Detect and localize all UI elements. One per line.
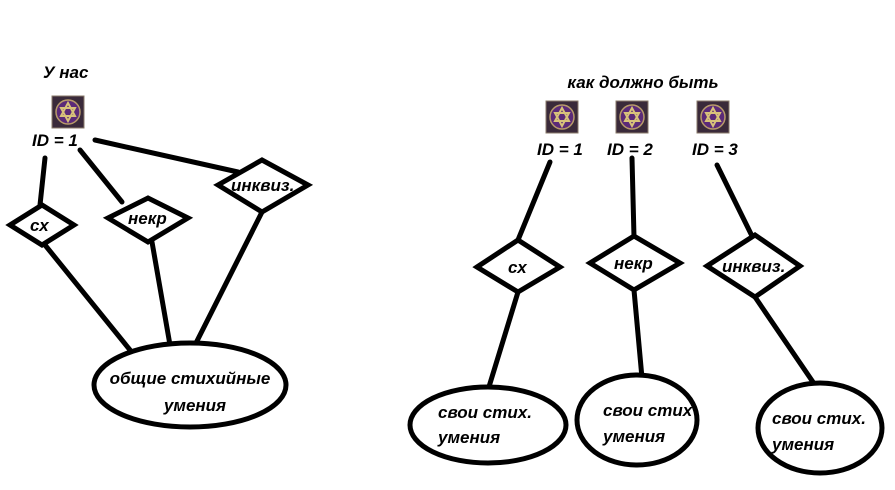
edge bbox=[485, 289, 521, 393]
result-1-line1: свои стих. bbox=[438, 403, 532, 422]
class-id-3: ID = 3 bbox=[692, 140, 738, 159]
edge bbox=[92, 137, 241, 175]
edge bbox=[192, 209, 265, 348]
edge bbox=[77, 147, 125, 205]
node-diamond-nekr bbox=[585, 233, 685, 293]
node-diamond-sx bbox=[5, 202, 79, 248]
node-label-inkviz: инквиз. bbox=[722, 257, 785, 276]
result-3-line2: умения bbox=[771, 435, 834, 454]
node-diamond-inkviz bbox=[702, 231, 805, 301]
result-ellipse-3 bbox=[755, 380, 885, 476]
edge bbox=[752, 294, 818, 388]
node-label-sx: сх bbox=[30, 216, 50, 235]
result-1-line2: умения bbox=[437, 428, 500, 447]
edge bbox=[631, 287, 645, 381]
node-label-sx: сх bbox=[508, 258, 528, 277]
right-title: как должно быть bbox=[567, 73, 718, 92]
edge bbox=[37, 155, 48, 208]
node-label-nekr: некр bbox=[614, 254, 653, 273]
class-star-icon bbox=[545, 100, 579, 134]
edge bbox=[42, 242, 133, 353]
left-title: У нас bbox=[43, 63, 89, 82]
edge bbox=[149, 239, 173, 348]
class-star-icon bbox=[696, 100, 730, 134]
node-diamond-sx bbox=[472, 237, 565, 295]
result-2-line1: свои стих bbox=[603, 401, 694, 420]
node-label-nekr: некр bbox=[128, 209, 167, 228]
result-2-line2: умения bbox=[602, 427, 665, 446]
node-diamond-nekr bbox=[102, 195, 194, 245]
result-ellipse-2 bbox=[574, 372, 700, 468]
left-diagram: У нас ID = 1 сх некр инквиз. общие стихи… bbox=[5, 63, 314, 430]
right-diagram: как должно быть ID = 1 ID = 2 ID = 3 сх … bbox=[407, 73, 885, 476]
class-star-icon bbox=[615, 100, 649, 134]
result-line1: общие стихийные bbox=[110, 369, 271, 388]
class-star-icon bbox=[51, 95, 85, 129]
result-3-line1: свои стих. bbox=[772, 409, 866, 428]
edge bbox=[629, 155, 637, 240]
result-line2: умения bbox=[163, 396, 226, 415]
node-diamond-inkviz bbox=[213, 157, 314, 215]
edge bbox=[515, 159, 553, 243]
node-label-inkviz: инквиз. bbox=[231, 176, 294, 195]
result-ellipse bbox=[91, 340, 289, 430]
class-id-2: ID = 2 bbox=[607, 140, 653, 159]
left-class-id: ID = 1 bbox=[32, 131, 78, 150]
edge bbox=[714, 162, 755, 239]
result-ellipse-1 bbox=[407, 384, 569, 466]
class-id-1: ID = 1 bbox=[537, 140, 583, 159]
